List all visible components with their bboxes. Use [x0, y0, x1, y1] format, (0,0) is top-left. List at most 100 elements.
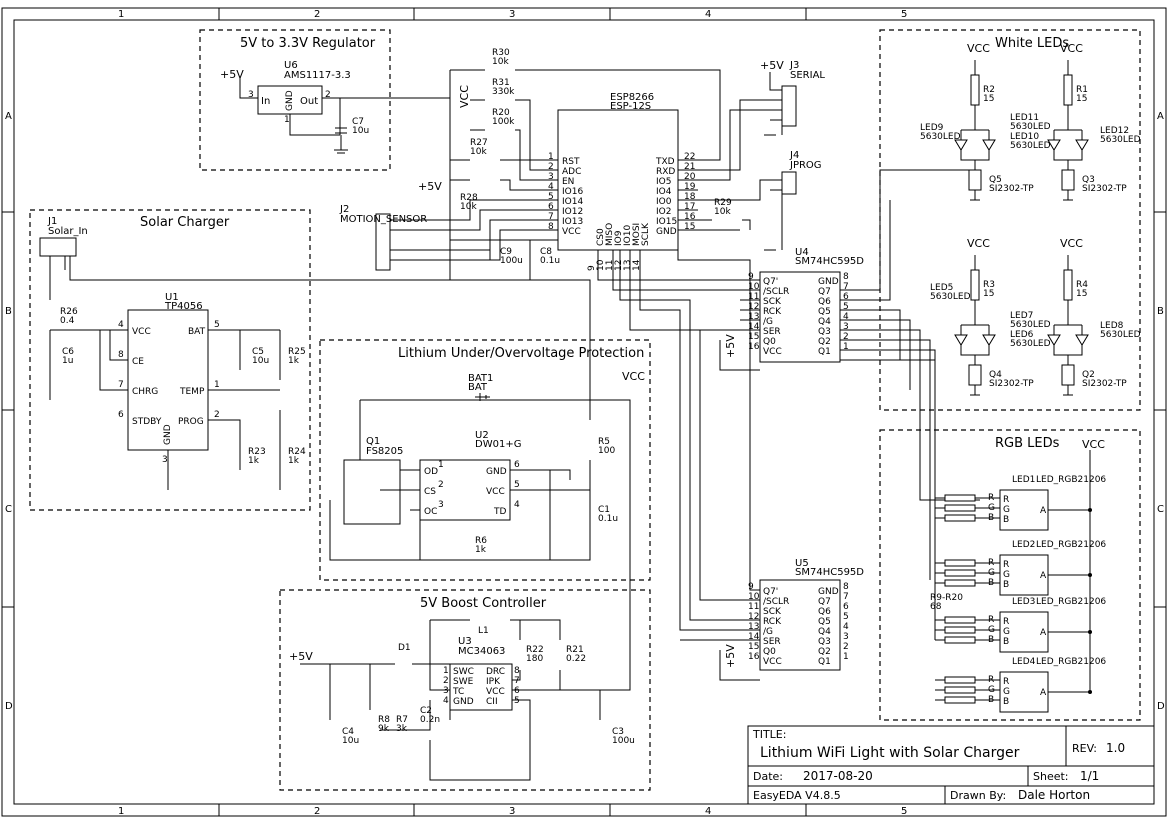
c2-ref: C2 [420, 706, 432, 716]
c9-val: 100u [500, 256, 523, 266]
u1-pin-PROG: PROG [178, 417, 204, 427]
grid-row-right-D: D [1157, 701, 1165, 712]
c3-ref: C3 [612, 727, 624, 737]
led-diode-pair [954, 334, 996, 346]
u1-pin-GND: GND [163, 424, 173, 445]
u1-part: TP4056 [164, 301, 203, 312]
r22-ref: R22 [526, 645, 544, 655]
junction [1088, 573, 1092, 577]
u3-pin-VCC: VCC [486, 687, 505, 697]
esp-pin-IO12: IO12 [562, 207, 583, 217]
r24-val: 1k [288, 456, 300, 466]
junction [1088, 508, 1092, 512]
esp-pin-IO2: IO2 [656, 207, 671, 217]
grid-row-left-B: B [5, 306, 12, 317]
u4-pins-pin-num: 4 [843, 312, 849, 322]
rgb-led-ref-2: LED3 [1012, 597, 1035, 607]
esp-pin-num: 18 [684, 192, 696, 202]
u3-pin-num: 7 [514, 676, 520, 686]
esp-pin-num: 12 [614, 260, 624, 271]
esp-pin-num: 21 [684, 162, 695, 172]
u5-pins-pin-Q5: Q5 [818, 617, 831, 627]
rgb-led-pin-G: G [1003, 627, 1010, 637]
rgb-led-pin-A: A [1040, 506, 1047, 516]
r25-val: 1k [288, 356, 300, 366]
resistor-ref-R4: R4 [1076, 280, 1088, 290]
esp-pin-num: 13 [623, 260, 633, 271]
rgb-led-pin-B: B [1003, 697, 1009, 707]
u5-pins-pin-num: 10 [748, 592, 760, 602]
vcc-label-rgb: VCC [1082, 438, 1105, 451]
grid-col-bottom-2: 2 [314, 806, 320, 817]
rgb-led-pin-B: B [1003, 637, 1009, 647]
rgb-resistor [944, 579, 976, 587]
u4-pins-pin-num: 8 [843, 272, 849, 282]
u5-pins-pin-num: 11 [748, 602, 759, 612]
vcc-label-protection: VCC [622, 370, 645, 383]
esp-pin-num: 9 [587, 265, 597, 271]
led-diode-pair [1047, 139, 1089, 151]
u4-ref: U4 [795, 247, 809, 258]
led-wire [1053, 345, 1083, 365]
mosfet-Q5 [968, 169, 982, 191]
white-led-matrix: VCCR215Q5SI2302-TPVCCR115Q3SI2302-TPVCCR… [920, 42, 1141, 396]
r26-val: 0.4 [60, 316, 75, 326]
esp-pin-num: 14 [632, 259, 642, 271]
resistor-ref-R1: R1 [1076, 85, 1088, 95]
led10-part: 5630LED [1010, 141, 1051, 151]
mosfet-ref-Q5: Q5 [989, 175, 1002, 185]
r30-ref: R30 [492, 48, 510, 58]
u5-pins-pin-RCK: RCK [763, 617, 782, 627]
c1-val: 0.1u [598, 514, 618, 524]
resistor-ref-R2: R2 [983, 85, 995, 95]
u5-pins-pin-num: 7 [843, 592, 849, 602]
grid-col-bottom-5: 5 [901, 806, 907, 817]
u4-pins-pin-num: 15 [748, 332, 759, 342]
r21-val: 0.22 [566, 654, 586, 664]
u1-pin-num: 3 [162, 455, 168, 465]
rgb-led-pin-B: B [1003, 515, 1009, 525]
j3-serial: J3 SERIAL [678, 60, 825, 181]
u5-pins-pin-Q6: Q6 [818, 607, 831, 617]
esp-pin-num: 1 [548, 152, 554, 162]
rgb-led-pin-R: R [1003, 495, 1009, 505]
j2-ref: J2 [339, 204, 349, 215]
r6-ref: R6 [475, 536, 487, 546]
u4-pins-pin-num: 14 [748, 322, 760, 332]
rgb-resistor [944, 676, 976, 684]
u2-part: DW01+G [475, 439, 521, 450]
c7-value: 10u [352, 126, 369, 136]
led6-ref: LED6 [1010, 330, 1034, 340]
u4-pins-pin-Q0: Q0 [763, 337, 776, 347]
r31-val: 330k [492, 87, 515, 97]
u4-pins-pin-num: 3 [843, 322, 849, 332]
u4-pins-pin-Q4: Q4 [818, 317, 831, 327]
c8-ref: C8 [540, 247, 552, 257]
r23-ref: R23 [248, 447, 266, 457]
u1-pin-CHRG: CHRG [132, 387, 158, 397]
resistor-val-R4: 15 [1076, 289, 1087, 299]
resistor-R3 [970, 269, 980, 301]
rgb-resistor [944, 696, 976, 704]
u5-pins-pin-num: 3 [843, 632, 849, 642]
u5-pins-pin-num: 15 [748, 642, 759, 652]
esp-pin-TXD: TXD [655, 157, 675, 167]
u1-pin-num: 8 [118, 350, 124, 360]
r7-ref: R7 [396, 715, 408, 725]
c2-val: 0.2n [420, 715, 440, 725]
section-title-protection: Lithium Under/Overvoltage Protection [398, 346, 644, 361]
led5-part: 5630LED [930, 292, 971, 302]
c7-ref-label: C7 [352, 117, 364, 127]
esp-pin-IO14: IO14 [562, 197, 583, 207]
j2-name: MOTION_SENSOR [340, 214, 427, 225]
u4-pins-pin-Q7': Q7' [763, 277, 778, 287]
u4-pins-pin-num: 1 [843, 342, 849, 352]
regulator-box [199, 29, 391, 171]
esp-pin-IO16: IO16 [562, 187, 583, 197]
led-wire [960, 150, 990, 170]
section-title-boost: 5V Boost Controller [420, 596, 547, 611]
tool-version: EasyEDA V4.8.5 [753, 789, 841, 802]
u4-pins-pin-Q2: Q2 [818, 337, 831, 347]
led10-ref: LED10 [1010, 132, 1039, 142]
